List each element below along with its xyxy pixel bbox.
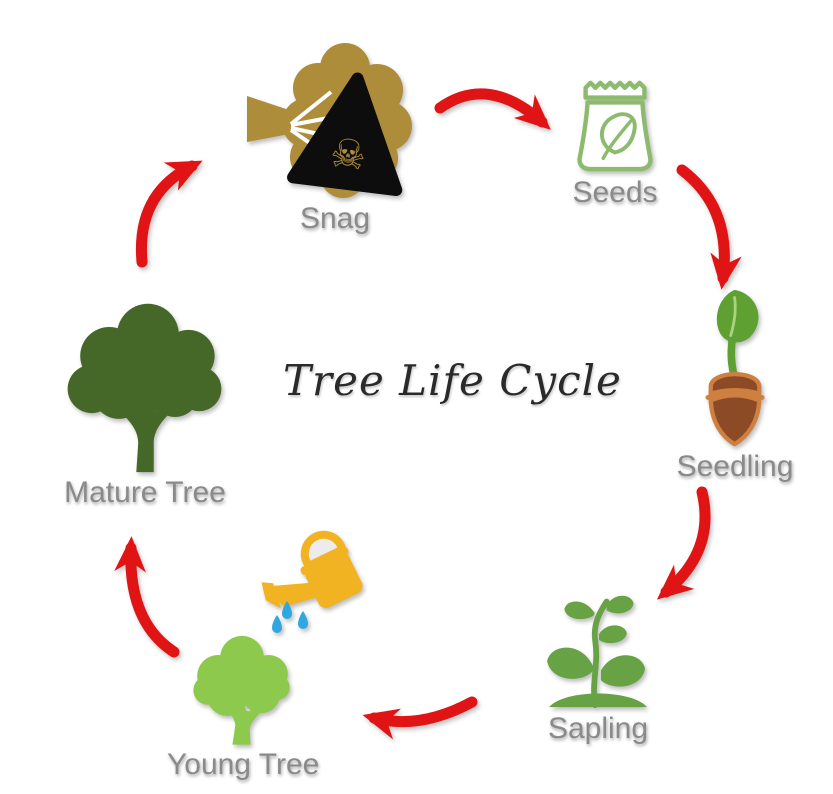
sapling-stem	[591, 598, 610, 709]
young-tree-icon	[193, 635, 290, 745]
stage-label-mature-tree: Mature Tree	[64, 476, 226, 509]
young-tree-trunk	[222, 699, 265, 745]
sapling-leaf	[606, 595, 634, 614]
warning-triangle: ☠	[287, 72, 403, 197]
watering-can-icon	[261, 530, 363, 633]
stage-label-seedling: Seedling	[676, 450, 794, 483]
sapling-leaf	[598, 625, 627, 644]
can-group	[261, 530, 363, 609]
sapling-leaf	[600, 655, 646, 687]
sapling-leaf	[564, 601, 595, 620]
arrow-mature-tree-to-snag	[135, 160, 203, 268]
stage-snag: ☠ Snag	[245, 40, 425, 236]
arrow-snag-to-seeds	[434, 88, 551, 130]
acorn-band	[705, 390, 765, 400]
stage-seeds: Seeds	[569, 76, 661, 210]
stage-label-seeds: Seeds	[572, 176, 658, 209]
stage-label-snag: Snag	[299, 202, 371, 235]
packet-leaf-stem	[601, 119, 633, 161]
sprout-leaf	[716, 289, 759, 343]
can-body	[305, 552, 363, 608]
arrow-sapling-to-young-tree	[362, 696, 478, 740]
sapling-leaf	[547, 647, 594, 679]
stage-mature-tree: Mature Tree	[50, 298, 240, 510]
sapling-plant-icon	[547, 595, 647, 709]
mature-tree-icon	[67, 303, 222, 473]
packet-leaf	[600, 112, 637, 155]
stage-sapling: Sapling	[523, 590, 673, 746]
stage-label-sapling: Sapling	[547, 712, 649, 745]
arrow-young-tree-to-mature-tree	[114, 536, 180, 658]
seed-packet-icon	[577, 80, 653, 172]
sapling-mound	[549, 693, 647, 708]
can-spout	[268, 582, 318, 607]
can-spout-tip	[261, 582, 281, 609]
arrow-seedling-to-sapling	[656, 486, 711, 600]
diagram-title: Tree Life Cycle	[283, 356, 622, 405]
acorn-cap	[708, 372, 762, 396]
packet-zigzag-top	[583, 80, 647, 100]
mature-tree-trunk	[109, 386, 191, 473]
skull-crossbones-icon: ☠	[328, 130, 369, 180]
acorn-sprout-icon	[705, 289, 765, 447]
water-drops-icon	[272, 601, 308, 633]
arrow-seeds-to-seedling	[676, 164, 742, 290]
dead-tree-warning-icon: ☠	[247, 43, 412, 198]
packet-body	[577, 100, 653, 172]
stage-label-young-tree: Young Tree	[167, 748, 320, 781]
acorn-body	[708, 393, 762, 447]
can-handle	[300, 530, 347, 571]
leaf-vein	[729, 296, 737, 337]
stage-seedling: Seedling	[660, 286, 810, 484]
stage-young-tree: Young Tree	[167, 626, 320, 782]
